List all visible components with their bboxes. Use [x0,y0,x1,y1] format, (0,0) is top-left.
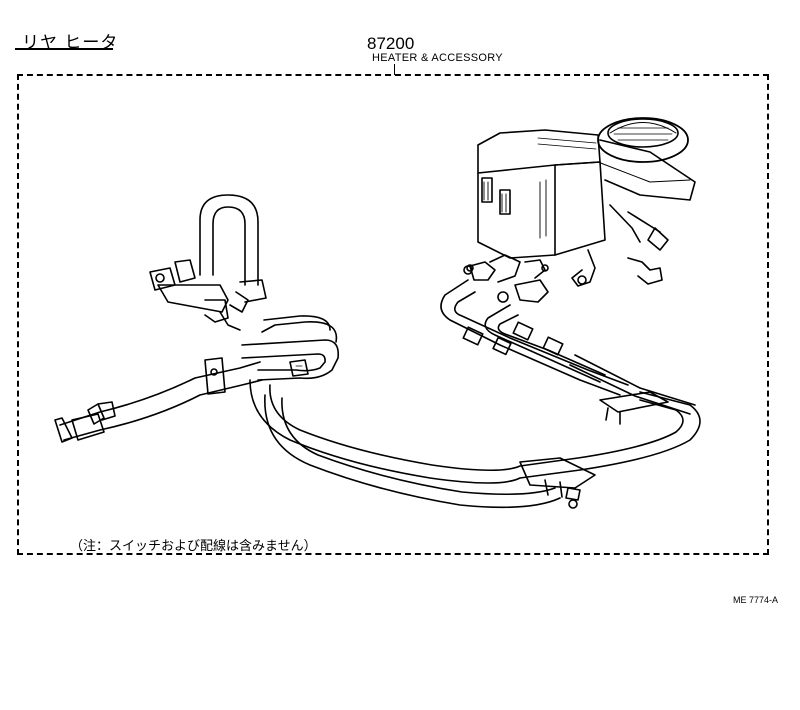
rear-heater-unit-icon [477,117,696,287]
note-text: （注：スイッチおよび配線は含みません） [70,539,317,554]
hose-clamp-icon [87,264,549,425]
figure-code: ME 7774-A [733,595,779,605]
water-valve-icon [149,194,267,331]
leader-line [394,64,395,75]
mounting-bracket-icon [519,391,669,509]
heater-hose-assembly-icon [54,279,701,509]
title-underline [15,48,113,50]
part-number: 87200 [367,34,415,53]
assembly-frame [17,74,769,555]
water-valve-icon [463,254,549,303]
part-name: HEATER & ACCESSORY [372,52,503,64]
